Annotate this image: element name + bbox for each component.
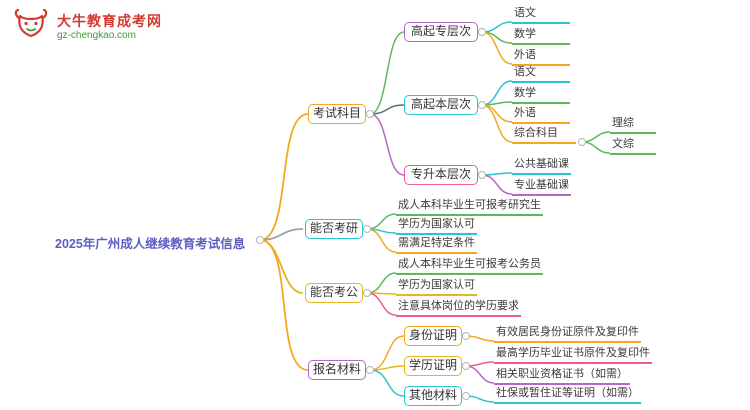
node-zhuanshengben-level: 专升本层次 bbox=[404, 165, 478, 185]
node-comprehensive-subject: 综合科目 bbox=[512, 127, 576, 144]
branch-exam-subjects: 考试科目 bbox=[308, 104, 366, 124]
node-gaoqizhuan-level: 高起专层次 bbox=[404, 22, 478, 42]
node-gaoqiben-level: 高起本层次 bbox=[404, 95, 478, 115]
expand-dot bbox=[578, 138, 586, 146]
leaf-diploma: 最高学历毕业证书原件及复印件 bbox=[494, 347, 652, 364]
expand-dot bbox=[366, 366, 374, 374]
branch-registration-materials: 报名材料 bbox=[308, 360, 366, 380]
leaf-chinese-2: 语文 bbox=[512, 66, 570, 83]
root-node: 2025年广州成人继续教育考试信息 bbox=[55, 237, 246, 251]
leaf-foreign-language-2: 外语 bbox=[512, 107, 570, 124]
bull-logo-icon bbox=[12, 8, 50, 47]
leaf-social-security: 社保或暂住证等证明（如需） bbox=[494, 387, 641, 404]
branch-postgrad-eligibility: 能否考研 bbox=[305, 219, 363, 239]
leaf-qualification-cert: 相关职业资格证书（如需） bbox=[494, 368, 630, 385]
leaf-chinese-1: 语文 bbox=[512, 7, 570, 24]
expand-dot bbox=[478, 28, 486, 36]
leaf-postgrad-point-2: 学历为国家认可 bbox=[396, 218, 477, 235]
leaf-postgrad-point-3: 需满足特定条件 bbox=[396, 237, 477, 254]
expand-dot bbox=[462, 392, 470, 400]
node-education-certificate: 学历证明 bbox=[404, 356, 462, 376]
expand-dot bbox=[366, 110, 374, 118]
leaf-civil-point-2: 学历为国家认可 bbox=[396, 279, 477, 296]
leaf-postgrad-point-1: 成人本科毕业生可报考研究生 bbox=[396, 199, 543, 216]
leaf-id-card: 有效居民身份证原件及复印件 bbox=[494, 326, 641, 343]
expand-dot bbox=[363, 225, 371, 233]
site-url: gz-chengkao.com bbox=[57, 30, 136, 41]
leaf-civil-point-3: 注意具体岗位的学历要求 bbox=[396, 300, 521, 317]
expand-dot bbox=[462, 332, 470, 340]
leaf-civil-point-1: 成人本科毕业生可报考公务员 bbox=[396, 258, 543, 275]
leaf-foreign-language-1: 外语 bbox=[512, 49, 570, 66]
node-other-materials: 其他材料 bbox=[404, 386, 462, 406]
leaf-math-1: 数学 bbox=[512, 28, 570, 45]
branch-civil-service-eligibility: 能否考公 bbox=[305, 283, 363, 303]
leaf-liberal-arts-comprehensive: 文综 bbox=[610, 138, 656, 155]
expand-dot bbox=[478, 101, 486, 109]
expand-dot bbox=[462, 362, 470, 370]
expand-dot bbox=[478, 171, 486, 179]
leaf-science-comprehensive: 理综 bbox=[610, 117, 656, 134]
expand-dot bbox=[363, 289, 371, 297]
leaf-public-basic-course: 公共基础课 bbox=[512, 158, 571, 175]
node-id-certificate: 身份证明 bbox=[404, 326, 462, 346]
expand-dot bbox=[256, 236, 264, 244]
site-name: 大牛教育成考网 bbox=[57, 12, 162, 29]
leaf-math-2: 数学 bbox=[512, 87, 570, 104]
leaf-professional-basic-course: 专业基础课 bbox=[512, 179, 571, 196]
site-logo: 大牛教育成考网 gz-chengkao.com bbox=[12, 8, 162, 47]
